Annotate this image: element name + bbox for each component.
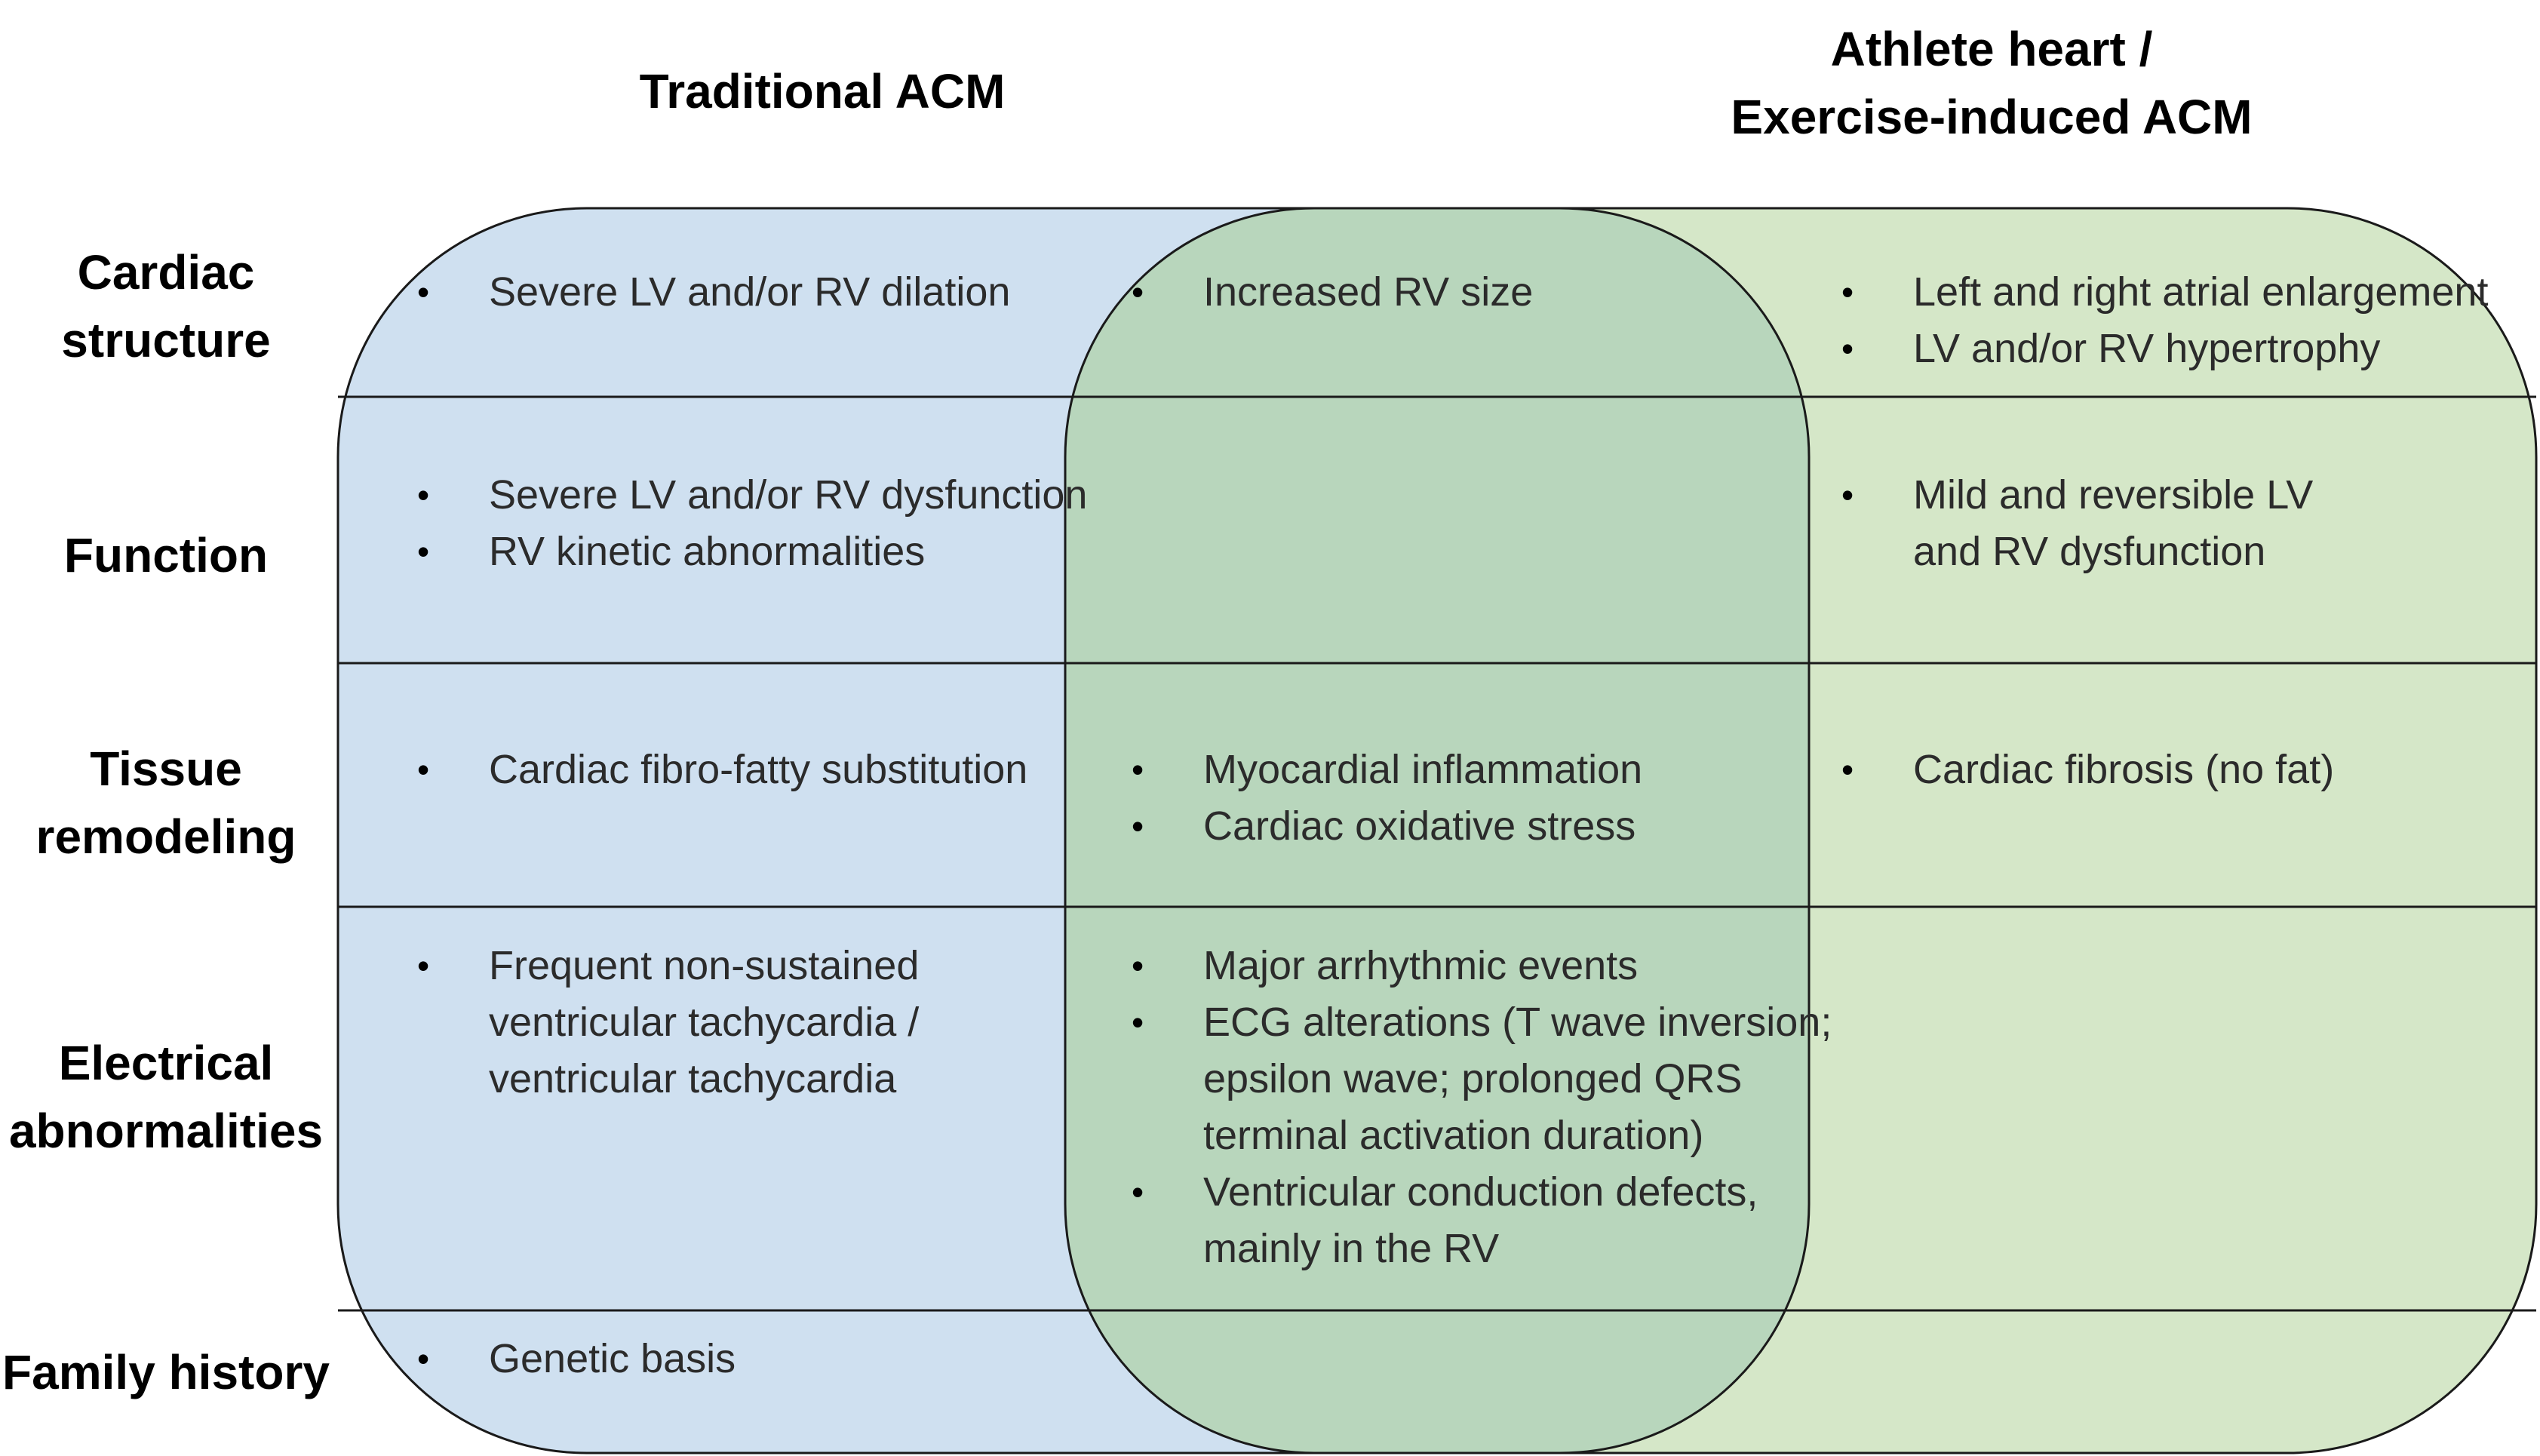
row-label-family-history: Family history	[0, 1338, 332, 1406]
row-label-line: abnormalities	[8, 1104, 324, 1158]
row-label-cardiac-structure: Cardiac structure	[0, 238, 332, 374]
bullet-item: Cardiac oxidative stress	[1132, 798, 1642, 855]
bullet-item: Myocardial inflammation	[1132, 742, 1642, 798]
cell-structure-exercise: Left and right atrial enlargement LV and…	[1841, 264, 2488, 377]
row-label-function: Function	[0, 521, 332, 589]
cell-structure-traditional: Severe LV and/or RV dilation	[417, 264, 1010, 321]
row-label-line: Electrical	[58, 1036, 274, 1090]
bullet-item: Major arrhythmic events	[1132, 938, 1832, 994]
header-exercise-acm-line-1: Athlete heart /	[1830, 22, 2153, 76]
header-traditional-acm-text: Traditional ACM	[639, 64, 1006, 118]
bullet-item: Frequent non-sustained ventricular tachy…	[417, 938, 919, 1107]
bullet-item: Mild and reversible LV and RV dysfunctio…	[1841, 467, 2313, 580]
row-label-line: remodeling	[35, 809, 296, 864]
row-dividers	[338, 395, 2536, 1312]
bullet-item: Left and right atrial enlargement	[1841, 264, 2488, 321]
bullet-item: Cardiac fibrosis (no fat)	[1841, 742, 2334, 798]
row-label-tissue-remodeling: Tissue remodeling	[0, 735, 332, 871]
cell-structure-overlap: Increased RV size	[1132, 264, 1533, 321]
header-traditional-acm: Traditional ACM	[453, 57, 1192, 125]
cell-function-traditional: Severe LV and/or RV dysfunction RV kinet…	[417, 467, 1087, 580]
bullet-item: LV and/or RV hypertrophy	[1841, 321, 2488, 377]
row-label-line: structure	[61, 313, 271, 367]
row-label-line: Cardiac	[77, 245, 255, 299]
bullet-item: Genetic basis	[417, 1331, 736, 1387]
cell-electrical-overlap: Major arrhythmic events ECG alterations …	[1132, 938, 1832, 1277]
cell-function-exercise: Mild and reversible LV and RV dysfunctio…	[1841, 467, 2313, 580]
bullet-item: Ventricular conduction defects, mainly i…	[1132, 1164, 1832, 1277]
cell-tissue-overlap: Myocardial inflammation Cardiac oxidativ…	[1132, 742, 1642, 855]
row-label-electrical-abnormalities: Electrical abnormalities	[0, 1029, 332, 1165]
cell-tissue-exercise: Cardiac fibrosis (no fat)	[1841, 742, 2334, 798]
bullet-item: ECG alterations (T wave inversion; epsil…	[1132, 994, 1832, 1164]
bullet-item: Increased RV size	[1132, 264, 1533, 321]
cell-tissue-traditional: Cardiac fibro-fatty substitution	[417, 742, 1027, 798]
row-label-line: Family history	[2, 1345, 330, 1399]
cell-family-traditional: Genetic basis	[417, 1331, 736, 1387]
header-exercise-acm: Athlete heart / Exercise-induced ACM	[1622, 15, 2361, 151]
row-label-line: Function	[63, 528, 269, 582]
bullet-item: Severe LV and/or RV dilation	[417, 264, 1010, 321]
traditional-acm-outline	[336, 207, 1811, 1454]
cell-electrical-traditional: Frequent non-sustained ventricular tachy…	[417, 938, 919, 1107]
bullet-item: Severe LV and/or RV dysfunction	[417, 467, 1087, 524]
header-exercise-acm-line-2: Exercise-induced ACM	[1731, 90, 2253, 144]
exercise-acm-outline	[1064, 207, 2538, 1454]
bullet-item: RV kinetic abnormalities	[417, 524, 1087, 580]
bullet-item: Cardiac fibro-fatty substitution	[417, 742, 1027, 798]
row-label-line: Tissue	[90, 742, 242, 796]
